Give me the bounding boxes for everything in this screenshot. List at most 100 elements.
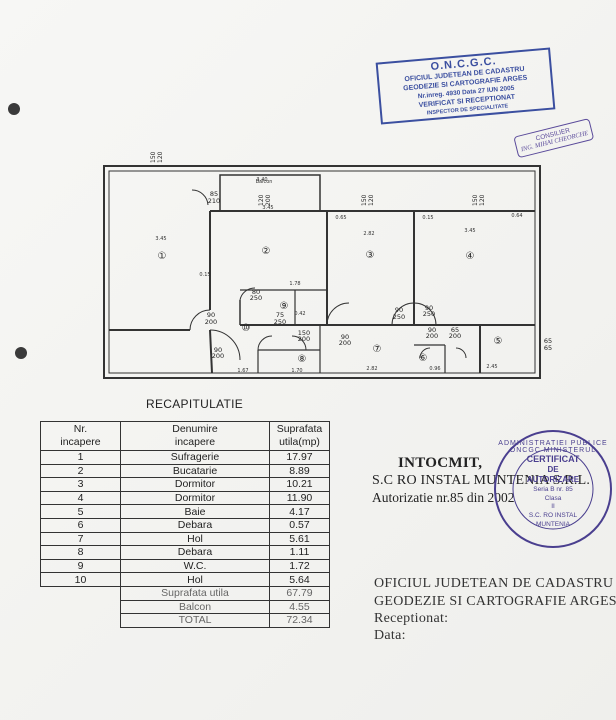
summary-value: 4.55 — [269, 599, 330, 615]
cell-area: 0.57 — [269, 517, 330, 533]
cell-area: 1.72 — [269, 558, 330, 574]
opening-label: 250 — [250, 294, 262, 302]
wall-6 — [209, 329, 213, 374]
cell-area: 1.11 — [269, 545, 330, 560]
cell-area: 11.90 — [269, 490, 330, 506]
cell-nr: 4 — [40, 490, 121, 506]
cell-nr: 7 — [40, 531, 121, 547]
dimension-label: 2.82 — [366, 366, 377, 372]
opening-label: 90 — [341, 333, 349, 341]
room-number: ① — [158, 251, 167, 262]
cell-area: 4.17 — [269, 504, 330, 519]
outer-wall — [103, 165, 541, 379]
dimension-label: 0.64 — [511, 213, 522, 219]
round-stamp-line: S.C. RO INSTAL — [528, 512, 578, 519]
dimension-label: 1.78 — [289, 281, 300, 287]
firm-name: S.C RO INSTAL MUNTENIA S.R.L. — [372, 473, 591, 488]
dimension-label: 0.15 — [422, 215, 433, 221]
door-arc — [455, 347, 467, 359]
dimension-label: 3.45 — [155, 236, 166, 242]
room-number: ④ — [466, 251, 475, 262]
dimension-label: 0.65 — [335, 215, 346, 221]
door-arc — [191, 189, 209, 206]
opening-label: 90 — [428, 326, 436, 334]
cell-nr: 6 — [40, 517, 121, 533]
balcony-label: Balcon — [256, 179, 273, 185]
room-number: ⑦ — [373, 344, 382, 355]
oficiu-line-2: GEODEZIE SI CARTOGRAFIE ARGES — [374, 594, 616, 609]
room-number: ⑤ — [494, 336, 503, 347]
oficiu-date: Data: — [374, 628, 406, 643]
cell-name: W.C. — [120, 558, 270, 574]
summary-value: 67.79 — [269, 585, 330, 601]
room-number: ⑥ — [419, 353, 428, 364]
dimension-label: 0.15 — [199, 272, 210, 278]
opening-label: 65 — [544, 344, 552, 352]
header-nr: Nr. incapere — [40, 421, 121, 451]
opening-label: 75 — [276, 311, 284, 319]
dimension-label: 2.45 — [486, 364, 497, 370]
cell-nr: 9 — [40, 558, 121, 574]
opening-label: 250 — [423, 310, 435, 318]
dimension-label: 3.40 — [256, 177, 267, 183]
round-stamp-line: AUTORIZARE — [526, 475, 580, 484]
opening-label: 200 — [449, 332, 461, 340]
opening-label: 120 — [258, 194, 265, 206]
room-number: ③ — [366, 250, 375, 261]
opening-label: 200 — [339, 339, 351, 347]
cell-name: Sufragerie — [120, 450, 270, 465]
round-stamp-line: Seria B nr. 85 — [533, 486, 573, 493]
door-arc — [419, 347, 431, 359]
round-stamp-line: DE — [547, 465, 559, 474]
header-area: Suprafata utila(mp) — [269, 421, 330, 451]
room-number: ⑩ — [242, 323, 251, 334]
cell-area: 8.89 — [269, 463, 330, 479]
round-stamp-line: II — [551, 503, 555, 510]
cell-nr: 3 — [40, 477, 121, 492]
opening-label: 150 — [361, 194, 368, 206]
header-name: Denumire incapere — [120, 421, 270, 451]
opening-label: 80 — [252, 288, 260, 296]
opening-label: 200 — [205, 318, 217, 326]
recap-table: Nr. incapere Denumire incapere Suprafata… — [40, 421, 330, 628]
punch-hole-bottom — [15, 347, 27, 359]
opening-label: 150 — [298, 329, 310, 337]
opening-label: 65 — [544, 337, 552, 345]
round-stamp-line: MUNTENIA — [536, 521, 570, 528]
cell-name: Baie — [120, 504, 270, 519]
opening-label: 90 — [425, 304, 433, 312]
door-arc — [239, 287, 256, 301]
summary-label: Balcon — [120, 599, 270, 615]
cell-name: Dormitor — [120, 490, 270, 506]
summary-value: 72.34 — [269, 613, 330, 628]
door-arc — [413, 302, 437, 326]
opening-label: 85 — [210, 190, 218, 198]
opening-label: 120 — [157, 151, 164, 163]
cell-area: 17.97 — [269, 450, 330, 465]
intocmit-heading: INTOCMIT, — [398, 455, 483, 471]
opening-label: 150 — [472, 194, 479, 206]
empty-cell — [40, 586, 121, 601]
cell-area: 5.64 — [269, 572, 330, 587]
round-stamp-ring — [494, 430, 612, 548]
opening-label: 90 — [395, 306, 403, 314]
dimension-label: 0.96 — [429, 366, 440, 372]
cell-name: Dormitor — [120, 477, 270, 492]
opening-label: 65 — [451, 326, 459, 334]
recap-title: RECAPITULATIE — [146, 397, 244, 411]
door-arc — [326, 302, 350, 326]
dimension-label: 1.67 — [237, 368, 248, 374]
opening-label: 200 — [298, 335, 310, 343]
cell-nr: 8 — [40, 545, 121, 560]
cell-nr: 5 — [40, 504, 121, 519]
